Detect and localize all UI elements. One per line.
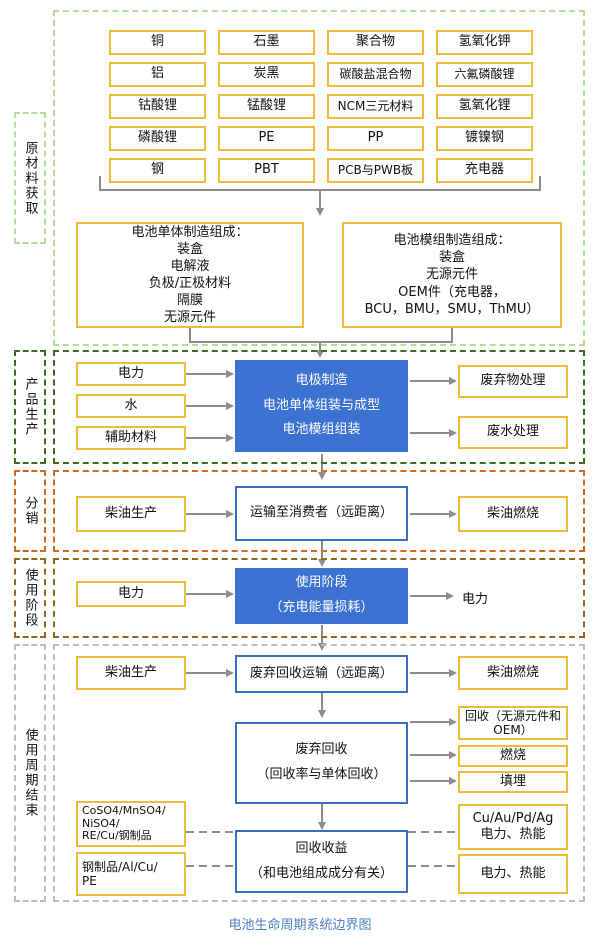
production-output-waste: 废弃物处理 — [458, 365, 568, 398]
distribution-input-diesel: 柴油生产 — [76, 496, 186, 532]
raw-material-stage-border — [53, 10, 585, 346]
material-lco: 钴酸锂 — [109, 94, 206, 119]
use-output-electricity: 电力 — [462, 592, 489, 607]
material-lmo: 锰酸锂 — [218, 94, 315, 119]
credit-right-2: 电力、热能 — [458, 854, 568, 894]
recycling-output-landfill: 填埋 — [458, 771, 568, 793]
credit-left-1: CoSO4/MnSO4/ NiSO4/ RE/Cu/钢制品 — [76, 801, 186, 847]
recycling-box: 废弃回收 （回收率与单体回收） — [235, 722, 408, 804]
material-steel: 钢 — [109, 158, 206, 183]
eol-transport-box: 废弃回收运输（远距离） — [235, 655, 408, 693]
material-graphite: 石墨 — [218, 30, 315, 55]
material-pp: PP — [327, 126, 424, 151]
recycling-yield-box: 回收收益 （和电池组成成分有关） — [235, 830, 408, 893]
production-input-auxiliary: 辅助材料 — [76, 426, 186, 450]
end-of-life-stage-border — [53, 644, 585, 902]
material-ncm: NCM三元材料 — [327, 94, 424, 119]
material-pcb-pwb: PCB与PWB板 — [327, 158, 424, 183]
use-stage-box: 使用阶段 （充电能量损耗） — [235, 568, 408, 624]
stage-label-end-of-life: 使用周期结束 — [14, 644, 46, 902]
eol-output-combustion: 柴油燃烧 — [458, 656, 568, 690]
production-output-wastewater: 废水处理 — [458, 416, 568, 449]
material-lithium-hydroxide: 氢氧化锂 — [436, 94, 533, 119]
material-carbonate-mixture: 碳酸盐混合物 — [327, 62, 424, 87]
stage-label-raw: 原材料获取 — [14, 112, 46, 244]
material-copper: 铜 — [109, 30, 206, 55]
recycling-output-incineration: 燃烧 — [458, 745, 568, 767]
stage-label-distribution: 分销 — [14, 470, 46, 552]
production-stage-border — [53, 350, 585, 464]
use-input-electricity: 电力 — [76, 581, 186, 607]
material-polymer: 聚合物 — [327, 30, 424, 55]
material-carbon-black: 炭黑 — [218, 62, 315, 87]
material-pbt: PBT — [218, 158, 315, 183]
material-nickel-plated-steel: 镀镍钢 — [436, 126, 533, 151]
figure-caption: 电池生命周期系统边界图 — [228, 918, 372, 933]
production-input-electricity: 电力 — [76, 362, 186, 386]
credit-left-2: 钢制品/Al/Cu/ PE — [76, 852, 186, 896]
material-potassium-hydroxide: 氢氧化钾 — [436, 30, 533, 55]
material-lipf6: 六氟磷酸锂 — [436, 62, 533, 87]
credit-right-1: Cu/Au/Pd/Ag 电力、热能 — [458, 804, 568, 850]
stage-label-use: 使用阶段 — [14, 558, 46, 638]
distribution-output-combustion: 柴油燃烧 — [458, 496, 568, 532]
distribution-transport-box: 运输至消费者（远距离） — [235, 486, 408, 541]
cell-composition-box: 电池单体制造组成： 装盒 电解液 负极/正极材料 隔膜 无源元件 — [76, 222, 304, 328]
materials-grid: 铜 石墨 聚合物 氢氧化钾 铝 炭黑 碳酸盐混合物 六氟磷酸锂 钴酸锂 锰酸锂 … — [109, 30, 533, 188]
module-composition-box: 电池模组制造组成： 装盒 无源元件 OEM件（充电器， BCU，BMU，SMU，… — [342, 222, 562, 328]
eol-input-diesel: 柴油生产 — [76, 656, 186, 690]
production-process-box: 电极制造 电池单体组装与成型 电池模组组装 — [235, 360, 408, 452]
material-aluminum: 铝 — [109, 62, 206, 87]
use-stage-border — [53, 558, 585, 638]
production-input-water: 水 — [76, 394, 186, 418]
material-pe: PE — [218, 126, 315, 151]
material-charger: 充电器 — [436, 158, 533, 183]
material-lithium-phosphate: 磷酸锂 — [109, 126, 206, 151]
recycling-output-recovery: 回收（无源元件和OEM） — [458, 706, 568, 740]
stage-label-production: 产品生产 — [14, 350, 46, 464]
distribution-stage-border — [53, 470, 585, 552]
